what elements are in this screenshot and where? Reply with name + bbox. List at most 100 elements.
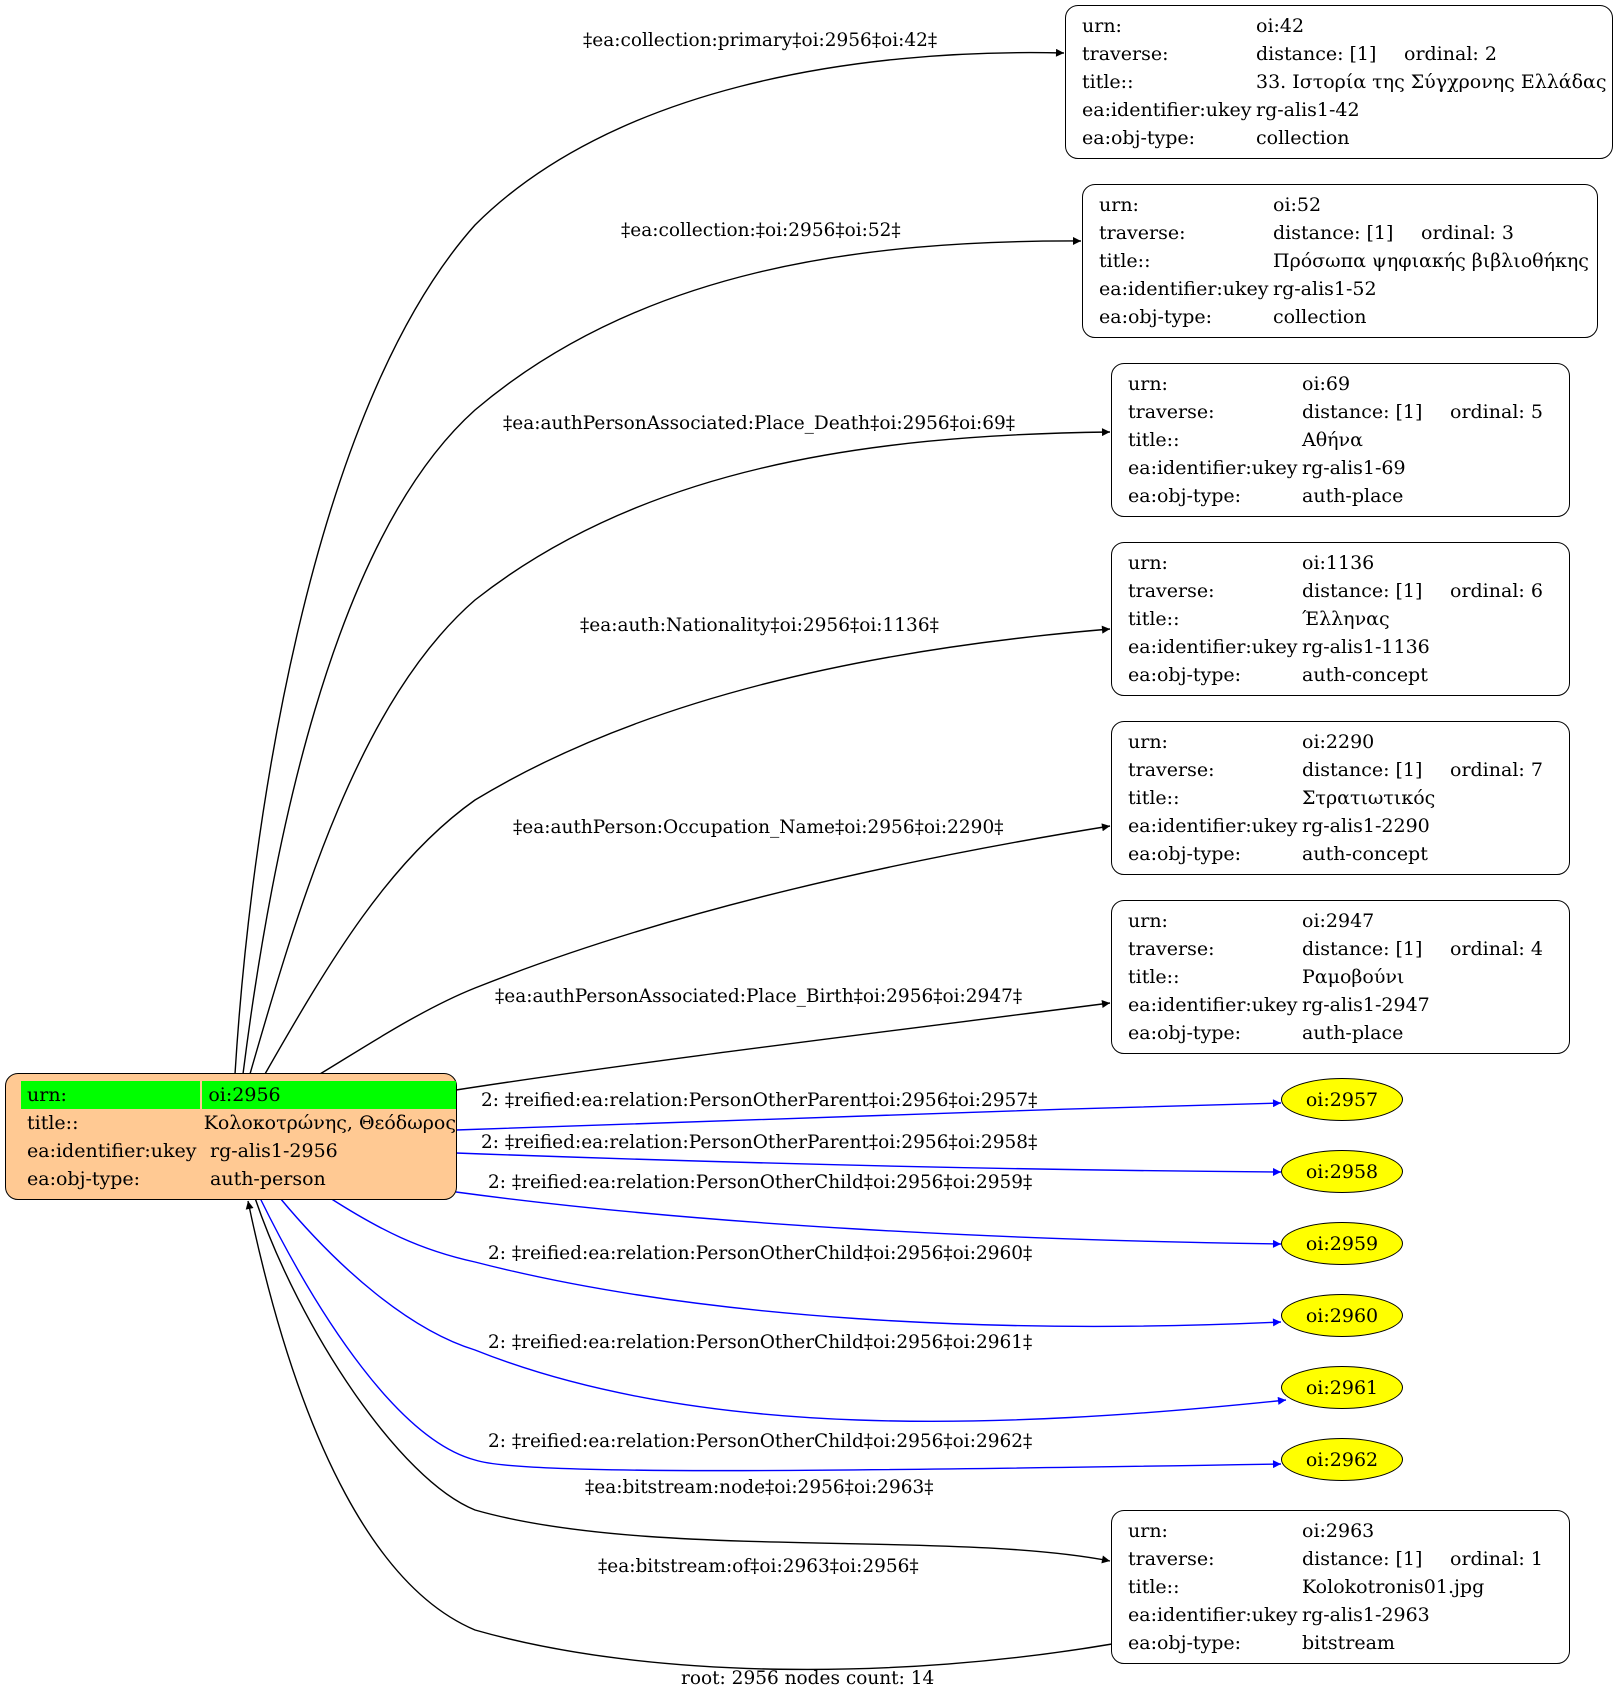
edge-to-oi-2958	[455, 1152, 1282, 1176]
node-distance: distance: [1]	[1256, 43, 1377, 65]
ellipse-node-oi-2961[interactable]: oi:2961	[1281, 1366, 1403, 1409]
edge-to-oi-52	[242, 236, 1082, 1075]
node-title: Kolokotronis01.jpg	[1302, 1576, 1485, 1598]
node-ordinal: ordinal: 2	[1404, 43, 1497, 65]
edge-label: 2: ‡reified:ea:relation:PersonOtherParen…	[481, 1090, 1038, 1111]
node-title: Αθήνα	[1302, 429, 1363, 451]
key-ukey: ea:identifier:ukey	[1128, 994, 1298, 1016]
node-ordinal: ordinal: 7	[1450, 759, 1543, 781]
key-type: ea:obj-type:	[1128, 1632, 1242, 1654]
node-oi-2963[interactable]: urn:oi:2963 traverse:distance: [1]ordina…	[1111, 1510, 1570, 1664]
node-ordinal: ordinal: 5	[1450, 401, 1543, 423]
key-urn: urn:	[1128, 373, 1168, 395]
key-traverse: traverse:	[1128, 401, 1215, 423]
edge-to-oi-2963	[254, 1197, 1111, 1564]
node-ordinal: ordinal: 6	[1450, 580, 1543, 602]
node-title: 33. Ιστορία της Σύγχρονης Ελλάδας	[1256, 71, 1607, 93]
root-row-ukey: ea:identifier:ukey rg-alis1-2956	[21, 1137, 456, 1165]
edge-to-oi-2959	[455, 1191, 1282, 1248]
root-row-urn: urn: oi:2956	[21, 1081, 456, 1109]
root-row-type: ea:obj-type: auth-person	[21, 1165, 456, 1193]
root-key: ea:identifier:ukey	[27, 1140, 197, 1162]
node-urn: oi:52	[1273, 194, 1322, 216]
node-title: Στρατιωτικός	[1302, 787, 1436, 809]
node-oi-69[interactable]: urn:oi:69 traverse:distance: [1]ordinal:…	[1111, 363, 1570, 517]
node-urn: oi:2947	[1302, 910, 1375, 932]
node-oi-2947[interactable]: urn:oi:2947 traverse:distance: [1]ordina…	[1111, 900, 1570, 1054]
key-traverse: traverse:	[1128, 759, 1215, 781]
node-ukey: rg-alis1-52	[1273, 278, 1377, 300]
node-ordinal: ordinal: 1	[1450, 1548, 1543, 1570]
node-ukey: rg-alis1-2947	[1302, 994, 1430, 1016]
root-node[interactable]: urn: oi:2956 title:: Κολοκοτρώνης, Θεόδω…	[5, 1073, 457, 1200]
key-type: ea:obj-type:	[1128, 843, 1242, 865]
key-type: ea:obj-type:	[1099, 306, 1213, 328]
edge-to-oi-2957	[455, 1099, 1282, 1131]
edge-to-oi-2960	[329, 1197, 1282, 1328]
key-ukey: ea:identifier:ukey	[1128, 1604, 1298, 1626]
key-urn: urn:	[1128, 552, 1168, 574]
ellipse-node-oi-2962[interactable]: oi:2962	[1281, 1438, 1403, 1481]
edge-label: 2: ‡reified:ea:relation:PersonOtherChild…	[488, 1332, 1033, 1353]
edge-label: ‡ea:authPersonAssociated:Place_Death‡oi:…	[503, 413, 1016, 434]
edge-label: 2: ‡reified:ea:relation:PersonOtherChild…	[488, 1172, 1033, 1193]
key-ukey: ea:identifier:ukey	[1099, 278, 1269, 300]
edge-label: ‡ea:bitstream:node‡oi:2956‡oi:2963‡	[585, 1477, 934, 1498]
edge-to-oi-42	[234, 48, 1065, 1075]
ellipse-node-oi-2958[interactable]: oi:2958	[1281, 1150, 1403, 1193]
key-traverse: traverse:	[1128, 1548, 1215, 1570]
node-urn: oi:2290	[1302, 731, 1375, 753]
node-oi-1136[interactable]: urn:oi:1136 traverse:distance: [1]ordina…	[1111, 542, 1570, 696]
node-urn: oi:2963	[1302, 1520, 1375, 1542]
node-ukey: rg-alis1-69	[1302, 457, 1406, 479]
key-traverse: traverse:	[1082, 43, 1169, 65]
node-type: auth-concept	[1302, 664, 1428, 686]
ellipse-node-oi-2959[interactable]: oi:2959	[1281, 1222, 1403, 1265]
node-ukey: rg-alis1-1136	[1302, 636, 1430, 658]
edge-label: 2: ‡reified:ea:relation:PersonOtherChild…	[488, 1431, 1033, 1452]
node-oi-2290[interactable]: urn:oi:2290 traverse:distance: [1]ordina…	[1111, 721, 1570, 875]
node-ordinal: ordinal: 3	[1421, 222, 1514, 244]
edge-label: ‡ea:collection:primary‡oi:2956‡oi:42‡	[583, 30, 938, 51]
node-oi-52[interactable]: urn:oi:52 traverse:distance: [1]ordinal:…	[1082, 184, 1598, 338]
key-title: title::	[1128, 787, 1180, 809]
root-value: rg-alis1-2956	[210, 1140, 338, 1162]
key-ukey: ea:identifier:ukey	[1082, 99, 1252, 121]
edge-to-oi-2290	[319, 823, 1111, 1075]
edge-label: ‡ea:authPersonAssociated:Place_Birth‡oi:…	[495, 986, 1023, 1007]
key-urn: urn:	[1082, 15, 1122, 37]
node-title: Έλληνας	[1302, 608, 1390, 630]
node-type: auth-place	[1302, 1022, 1404, 1044]
key-title: title::	[1128, 966, 1180, 988]
key-ukey: ea:identifier:ukey	[1128, 457, 1298, 479]
node-urn: oi:1136	[1302, 552, 1375, 574]
node-type: auth-concept	[1302, 843, 1428, 865]
edge-from-oi-2963	[245, 1200, 1113, 1671]
node-title: Ραμοβούνι	[1302, 966, 1405, 988]
key-urn: urn:	[1128, 910, 1168, 932]
key-urn: urn:	[1099, 194, 1139, 216]
root-value: Κολοκοτρώνης, Θεόδωρος	[203, 1112, 456, 1134]
key-title: title::	[1128, 429, 1180, 451]
node-type: collection	[1256, 127, 1350, 149]
key-traverse: traverse:	[1128, 580, 1215, 602]
root-key: urn:	[21, 1081, 201, 1109]
node-oi-42[interactable]: urn:oi:42 traverse:distance: [1]ordinal:…	[1065, 5, 1613, 159]
node-type: auth-place	[1302, 485, 1404, 507]
key-urn: urn:	[1128, 731, 1168, 753]
graph-footer: root: 2956 nodes count: 14	[681, 1668, 935, 1689]
edge-to-oi-2961	[279, 1197, 1287, 1422]
node-ukey: rg-alis1-42	[1256, 99, 1360, 121]
edge-label: 2: ‡reified:ea:relation:PersonOtherParen…	[481, 1132, 1038, 1153]
node-distance: distance: [1]	[1302, 1548, 1423, 1570]
edge-label: ‡ea:bitstream:of‡oi:2963‡oi:2956‡	[598, 1556, 919, 1577]
ellipse-node-oi-2957[interactable]: oi:2957	[1281, 1078, 1403, 1121]
root-key: title::	[27, 1112, 79, 1134]
ellipse-node-oi-2960[interactable]: oi:2960	[1281, 1294, 1403, 1337]
edge-label: ‡ea:authPerson:Occupation_Name‡oi:2956‡o…	[513, 817, 1004, 838]
key-type: ea:obj-type:	[1128, 1022, 1242, 1044]
root-value: auth-person	[210, 1168, 326, 1190]
key-traverse: traverse:	[1099, 222, 1186, 244]
node-distance: distance: [1]	[1302, 938, 1423, 960]
